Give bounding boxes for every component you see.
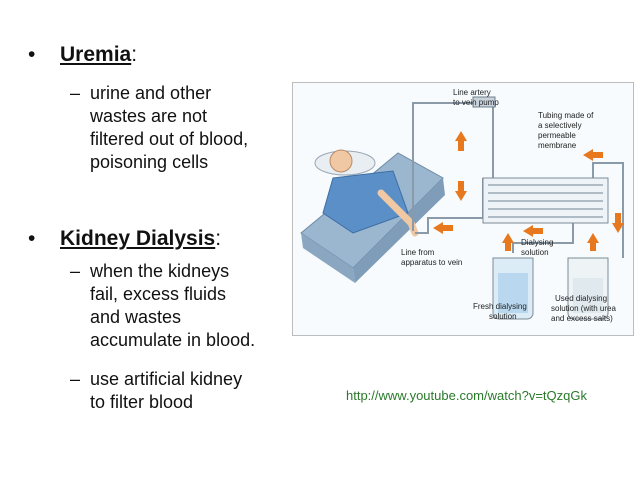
fresh-solution-liquid <box>498 273 528 313</box>
patient-head <box>329 149 353 173</box>
svg-text:solution: solution <box>521 248 549 257</box>
dash-symbol: – <box>70 261 81 281</box>
svg-text:permeable: permeable <box>538 131 576 140</box>
dash-symbol: – <box>70 83 81 103</box>
arrow-up-icon <box>455 131 467 151</box>
bullet-symbol: • <box>28 227 36 250</box>
patient-body <box>322 170 409 234</box>
term-kidney-dialysis: Kidney Dialysis <box>60 227 216 250</box>
bed-front <box>301 233 355 283</box>
label-line-artery: Line artery <box>453 88 491 97</box>
label-tubing: Tubing made of <box>538 111 594 120</box>
membrane-tubing <box>488 184 603 218</box>
bed-side <box>353 178 445 283</box>
arrow-left-icon <box>433 222 453 234</box>
flow-arrows <box>433 131 624 251</box>
arrow-left-icon <box>523 225 543 237</box>
fresh-solution-tube <box>512 223 574 253</box>
label-dialysing-solution: Dialysing <box>521 238 553 247</box>
label-line-from: Line from <box>401 248 435 257</box>
arrow-left-icon <box>583 149 603 161</box>
artery-tube <box>412 102 494 231</box>
bullet-symbol: • <box>28 43 36 66</box>
arrow-up-icon <box>587 233 599 251</box>
term-uremia: Uremia <box>60 43 132 66</box>
svg-text:solution (with urea: solution (with urea <box>551 304 616 313</box>
label-used-solution: Used dialysing <box>555 294 607 303</box>
svg-text:and excess salts): and excess salts) <box>551 314 613 323</box>
dash-symbol: – <box>70 369 81 389</box>
svg-text:solution: solution <box>489 312 517 321</box>
arrow-up-icon <box>502 233 514 251</box>
arrow-down-icon <box>612 213 624 233</box>
arrow-down-icon <box>455 181 467 201</box>
label-fresh-solution: Fresh dialysing <box>473 302 527 311</box>
used-solution-liquid <box>573 278 603 313</box>
svg-text:apparatus to vein: apparatus to vein <box>401 258 462 267</box>
used-solution-tube <box>592 162 624 258</box>
svg-text:membrane: membrane <box>538 141 577 150</box>
dialysis-diagram: Line artery to vein pump Tubing made of … <box>292 82 634 336</box>
vein-pump <box>472 96 496 108</box>
youtube-link[interactable]: http://www.youtube.com/watch?v=tQzqGk <box>346 388 587 403</box>
svg-text:to vein pump: to vein pump <box>453 98 499 107</box>
dialysis-illustration: Line artery to vein pump Tubing made of … <box>300 88 624 323</box>
svg-text:a selectively: a selectively <box>538 121 582 130</box>
